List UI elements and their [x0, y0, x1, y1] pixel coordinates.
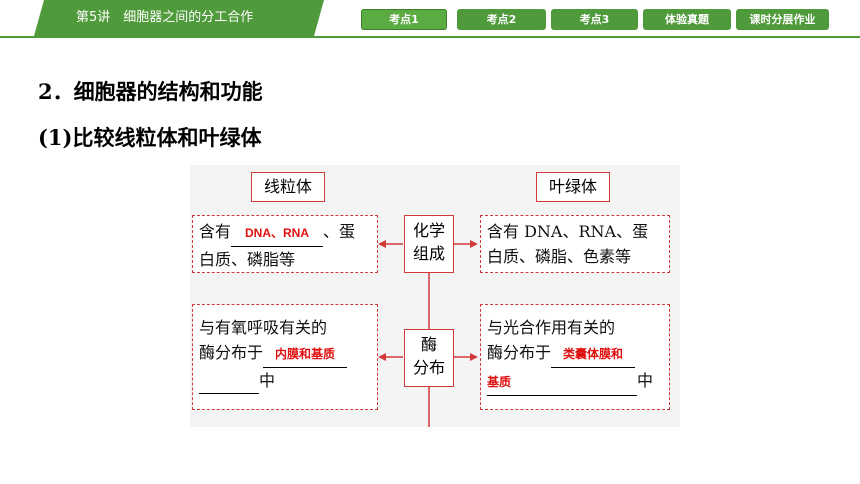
nav-tab-real-exam[interactable]: 体验真题 [643, 9, 731, 30]
subsection-heading: (1)比较线粒体和叶绿体 [38, 125, 262, 150]
answer-inner-membrane-matrix: 内膜和基质 [275, 347, 336, 361]
nav-tab-kaodian3[interactable]: 考点3 [551, 9, 638, 30]
section-heading: 2．细胞器的结构和功能 [38, 79, 263, 104]
chloroplast-title: 叶绿体 [536, 172, 610, 202]
chloroplast-enzyme-distribution: 与光合作用有关的 酶分布于类囊体膜和 基质中 [480, 304, 670, 410]
mitochondria-enzyme-distribution: 与有氧呼吸有关的 酶分布于内膜和基质 中 [192, 304, 378, 410]
chloroplast-composition: 含有 DNA、RNA、蛋 白质、磷脂、色素等 [480, 215, 670, 273]
answer-matrix: 基质 [487, 375, 512, 389]
label-enzyme-distribution: 酶 分布 [404, 329, 454, 387]
answer-dna-rna: DNA、RNA [245, 226, 310, 240]
lesson-title: 第5讲 细胞器之间的分工合作 [34, 0, 324, 36]
header-rule [0, 36, 860, 38]
mitochondria-title: 线粒体 [251, 172, 325, 202]
answer-thylakoid-membrane: 类囊体膜和 [563, 347, 624, 361]
nav-tab-homework[interactable]: 课时分层作业 [736, 9, 829, 30]
nav-tab-kaodian1[interactable]: 考点1 [361, 9, 447, 30]
nav-tab-kaodian2[interactable]: 考点2 [457, 9, 546, 30]
label-chemical-composition: 化学 组成 [404, 215, 454, 273]
